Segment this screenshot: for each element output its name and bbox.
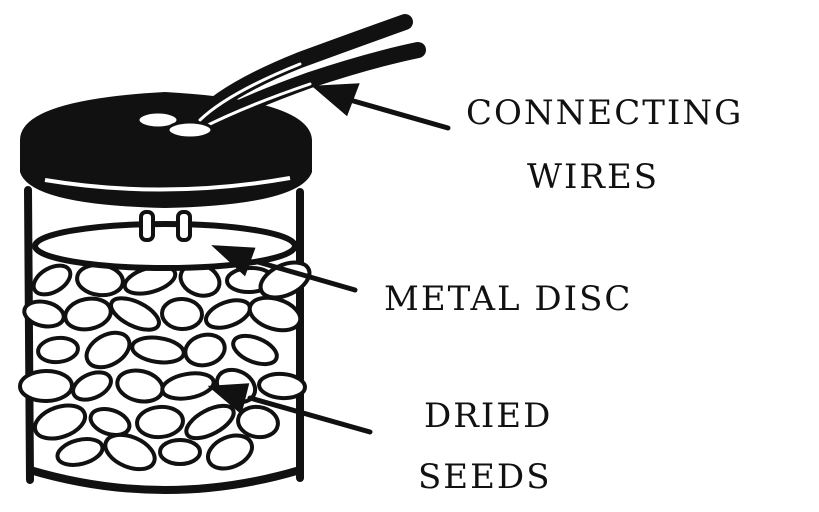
seed — [29, 260, 76, 301]
seed — [161, 298, 203, 330]
label-seeds: SEEDS — [418, 460, 551, 494]
seed — [69, 367, 115, 405]
seed — [63, 295, 114, 333]
seed — [106, 292, 163, 336]
seed — [55, 435, 105, 469]
dried-seeds — [20, 255, 315, 476]
seed — [37, 336, 79, 364]
seed — [202, 295, 253, 333]
label-connecting: CONNECTING — [466, 96, 743, 130]
seed — [136, 405, 184, 439]
label-dried: DRIED — [424, 399, 552, 433]
label-metal-disc: METAL DISC — [384, 282, 632, 316]
seed — [160, 440, 200, 464]
seed — [81, 326, 136, 375]
jar-lid — [20, 92, 312, 208]
seed — [114, 366, 166, 406]
seed — [258, 372, 306, 399]
connecting-wires — [190, 22, 418, 132]
seed — [131, 334, 186, 365]
seed — [246, 292, 304, 336]
seed — [229, 330, 281, 369]
seed — [182, 330, 228, 369]
seed — [20, 371, 73, 402]
label-wires: WIRES — [527, 160, 659, 194]
seed — [160, 370, 215, 403]
